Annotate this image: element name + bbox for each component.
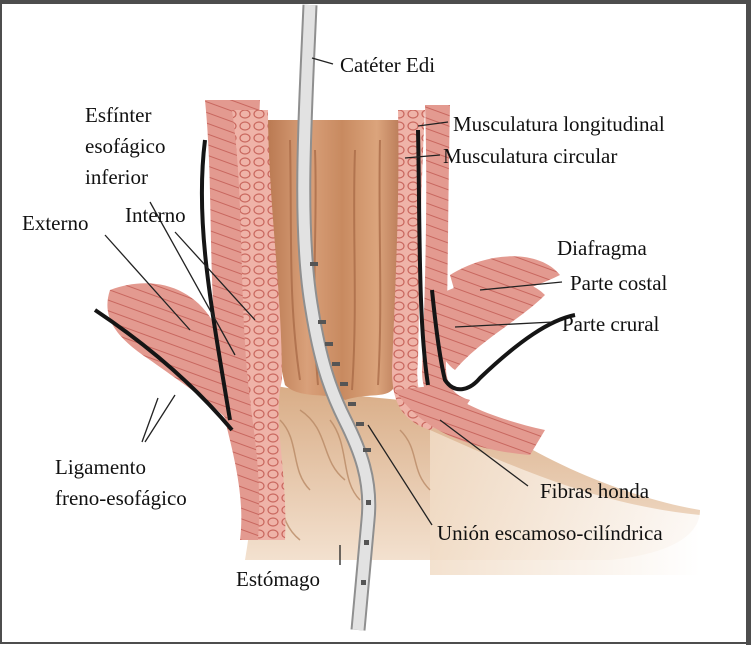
label-estomago: Estómago	[236, 567, 320, 591]
label-interno: Interno	[125, 203, 186, 227]
label-cateter-edi: Catéter Edi	[340, 53, 435, 77]
label-esfinter-2: esofágico	[85, 134, 165, 158]
label-musculatura-longitudinal: Musculatura longitudinal	[453, 112, 665, 136]
esophagus-lumen	[265, 120, 405, 400]
label-musculatura-circular: Musculatura circular	[443, 144, 617, 168]
frame-border-right	[746, 0, 751, 645]
label-externo: Externo	[22, 211, 88, 235]
label-parte-costal: Parte costal	[570, 271, 668, 295]
label-esfinter-3: inferior	[85, 165, 148, 189]
right-diaphragm-crural	[430, 279, 545, 370]
label-diafragma: Diafragma	[557, 236, 647, 260]
label-esfinter-1: Esfínter	[85, 103, 151, 127]
label-union-escamoso: Unión escamoso-cilíndrica	[437, 521, 663, 545]
frame-border-top	[0, 0, 751, 4]
label-parte-crural: Parte crural	[562, 312, 660, 336]
label-ligamento-1: Ligamento	[55, 455, 146, 479]
label-fibras-honda: Fibras honda	[540, 479, 650, 503]
label-ligamento-2: freno-esofágico	[55, 486, 187, 510]
